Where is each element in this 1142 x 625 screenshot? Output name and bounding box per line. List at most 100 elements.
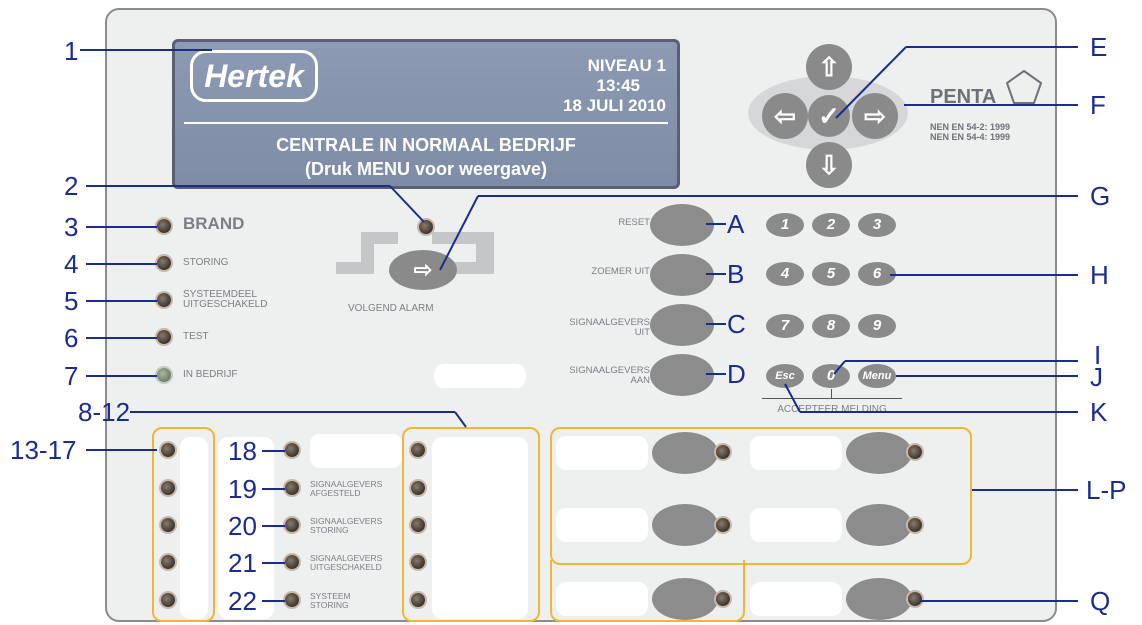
func-label-3 [556,508,648,542]
callout-k: K [1090,397,1108,427]
next-alarm-button[interactable]: ⇨ [389,250,457,290]
callout-20: 20 [228,511,257,541]
callout-19: 19 [228,474,257,504]
key-8[interactable]: 8 [812,314,850,338]
zone-led-11 [411,555,425,569]
penta-logo: PENTA [930,86,997,108]
storing-sg-label-2: STORING [310,525,349,535]
func-label-5 [556,582,648,616]
func-button-4[interactable] [846,504,912,546]
systeem-label-2: STORING [310,600,349,610]
afgesteld-label-2: AFGESTELD [310,488,361,498]
arrow-down-button[interactable]: ⇩ [806,142,852,188]
key-2[interactable]: 2 [812,213,850,237]
reset-button[interactable] [650,204,714,246]
key-6[interactable]: 6 [858,262,896,286]
callout-f: F [1090,90,1106,120]
callout-j: J [1090,362,1103,392]
func-button-5[interactable] [652,578,718,620]
func-button-6[interactable] [846,578,912,620]
zone-frame-13-17 [152,427,215,622]
zoemer-uit-label: ZOEMER UIT [591,266,650,277]
status-led-18 [285,443,299,457]
pentagon-icon [1005,69,1043,104]
callout-d: D [727,359,746,389]
callout-i: I [1094,340,1102,370]
callout-q: Q [1090,586,1111,616]
key-5[interactable]: 5 [812,262,850,286]
zone-label-slot-13-17 [180,437,208,619]
callout-18: 18 [228,436,257,466]
func-button-2[interactable] [846,432,912,474]
uitgeschakeld-label-2: UITGESCHAKELD [310,562,382,572]
accept-bracket [762,398,902,399]
alarm-led [419,220,433,234]
next-alarm-label: VOLGEND ALARM [348,303,434,314]
callout-3: 3 [64,212,79,242]
zoemer-uit-button[interactable] [650,254,714,296]
arrow-right-button[interactable]: ⇨ [852,93,898,139]
zone-led-12 [411,593,425,607]
callout-a: A [727,209,745,239]
zone-led-9 [411,481,425,495]
key-9[interactable]: 9 [858,314,896,338]
func-led-4 [908,518,922,532]
key-esc[interactable]: Esc [766,364,804,388]
callout-l-p: L-P [1086,475,1127,505]
func-button-3[interactable] [652,504,718,546]
test-led [157,330,171,344]
key-3[interactable]: 3 [858,213,896,237]
lcd-display [172,39,680,189]
func-label-1 [556,436,648,470]
arrow-left-button[interactable]: ⇦ [762,93,808,139]
function-frame-l-p-lower [550,560,745,622]
status-led-21 [285,555,299,569]
norm-2: NEN EN 54-4: 1999 [930,132,1011,142]
arrow-down-icon: ⇩ [818,150,840,180]
callout-5: 5 [64,286,79,316]
lcd-time: 13:45 [596,76,640,95]
status-label-18-slot [310,434,402,468]
reset-label: RESET [618,217,650,228]
systeem-label-1: SYSTEEM [310,591,351,601]
callout-4: 4 [64,249,79,279]
uitgeschakeld-label-1: SIGNAALGEVERS [310,553,383,563]
status-label-slot [218,437,274,619]
callout-g: G [1090,181,1111,211]
storing-sg-label-1: SIGNAALGEVERS [310,516,383,526]
arrow-right-icon: ⇨ [864,101,886,131]
storing-label: STORING [183,257,229,268]
key-menu[interactable]: Menu [858,364,896,388]
systeemdeel-led [157,293,171,307]
signaalgevers-uit-button[interactable] [650,304,714,346]
test-label: TEST [183,331,209,342]
blank-label-slot [434,364,526,388]
lcd-date: 18 JULI 2010 [562,96,666,115]
key-1[interactable]: 1 [766,213,804,237]
callout-22: 22 [228,586,257,616]
key-0[interactable]: 0 [812,364,850,388]
signaalgevers-uit-label-1: SIGNAALGEVERS [569,317,650,328]
status-led-20 [285,518,299,532]
func-led-2 [908,445,922,459]
func-led-3 [716,518,730,532]
callout-1: 1 [64,36,79,66]
zone-led-13 [161,443,175,457]
key-4[interactable]: 4 [766,262,804,286]
callout-6: 6 [64,323,79,353]
zone-led-16 [161,555,175,569]
zone-label-slot-8-12 [432,437,528,619]
callout-7: 7 [64,361,79,391]
func-button-1[interactable] [652,432,718,474]
lcd-status: CENTRALE IN NORMAAL BEDRIJF [276,135,576,155]
callout-13-17: 13-17 [10,435,77,465]
arrow-up-button[interactable]: ⇧ [806,44,852,90]
key-7[interactable]: 7 [766,314,804,338]
confirm-button[interactable]: ✓ [808,95,850,137]
checkmark-icon: ✓ [818,101,840,131]
function-frame-l-p [550,427,972,565]
signaalgevers-aan-button[interactable] [650,354,714,396]
callout-c: C [727,309,746,339]
lcd-divider [184,122,668,124]
